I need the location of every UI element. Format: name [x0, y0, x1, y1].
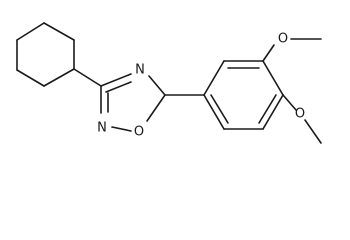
structure-canvas: N N O O O [16, 22, 322, 144]
bond [43, 68, 75, 87]
bond [203, 94, 225, 130]
bond [146, 94, 166, 122]
bond [43, 22, 75, 41]
atom-label-n4: N [135, 63, 145, 78]
bond [262, 94, 284, 130]
bond [262, 60, 284, 96]
bond [304, 119, 322, 144]
atom-label-o-meta: O [278, 32, 288, 47]
molecule-drawing: N N O O O [16, 22, 322, 144]
bond [210, 94, 229, 124]
phenyl-ring [203, 60, 284, 130]
bond [258, 94, 277, 124]
oxadiazole-ring [100, 73, 166, 132]
bond [262, 44, 275, 62]
bond [100, 73, 132, 87]
atom-label-n2: N [97, 121, 107, 136]
cyclohexyl-ring [16, 22, 75, 87]
bond [73, 68, 102, 87]
bond [282, 94, 297, 111]
bond [203, 60, 225, 96]
bond [16, 22, 45, 41]
bond [16, 69, 45, 87]
atom-label-o1: O [134, 125, 144, 140]
atom-label-o-para: O [295, 107, 305, 122]
bond [148, 75, 166, 96]
bond [111, 126, 132, 132]
bond [105, 81, 132, 93]
